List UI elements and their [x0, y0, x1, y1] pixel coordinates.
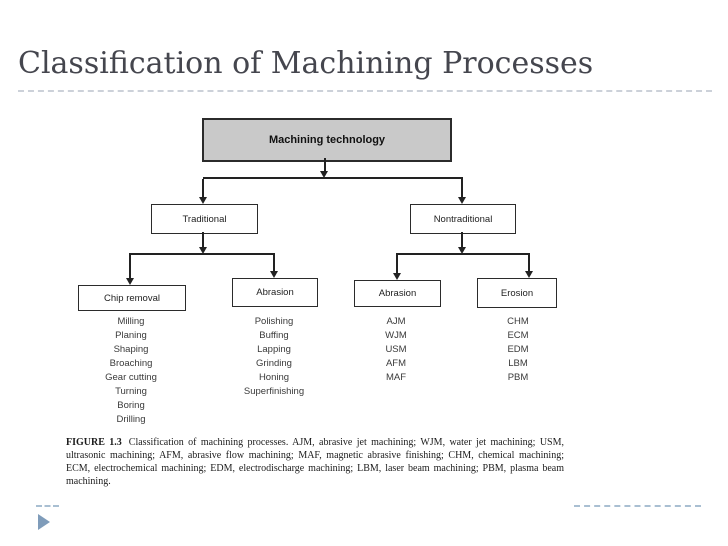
arrowhead-down-icon [270, 271, 278, 278]
arrowhead-down-icon [393, 273, 401, 280]
footer-dash-left [36, 505, 59, 507]
process-list-item: AJM [386, 316, 406, 327]
figure-number-label: FIGURE 1.3 [66, 437, 122, 448]
play-icon [38, 514, 50, 530]
title-underline-rule [18, 90, 712, 92]
arrowhead-down-icon [458, 197, 466, 204]
process-list-item: Honing [258, 372, 290, 383]
process-list-item: EDM [507, 344, 529, 355]
nontraditional-box: Nontraditional [410, 204, 516, 234]
process-list-item: ECM [507, 330, 529, 341]
process-list-item: Milling [117, 316, 145, 327]
connector-line [324, 158, 326, 172]
process-list-item: Gear cutting [105, 372, 157, 383]
connector-line [203, 177, 463, 179]
connector-line [129, 253, 275, 255]
arrowhead-down-icon [199, 247, 207, 254]
process-list-item: Drilling [116, 414, 146, 425]
arrowhead-down-icon [320, 171, 328, 178]
process-list-item: Grinding [256, 358, 292, 369]
connector-line [273, 255, 275, 272]
connector-line [396, 253, 530, 255]
process-list-item: Turning [115, 386, 147, 397]
connector-line [396, 255, 398, 274]
traditional-box: Traditional [151, 204, 258, 234]
erosion-box: Erosion [477, 278, 557, 308]
process-list-item: Buffing [259, 330, 289, 341]
process-list-item: LBM [508, 358, 528, 369]
arrowhead-down-icon [199, 197, 207, 204]
erosion-process-list: CHM ECM EDM LBM PBM [468, 315, 568, 385]
process-list-item: Shaping [113, 344, 149, 355]
abrasion-nontraditional-process-list: AJM WJM USM AFM MAF [346, 315, 446, 385]
abrasion-nontraditional-box: Abrasion [354, 280, 441, 307]
chip-removal-box: Chip removal [78, 285, 186, 311]
process-list-item: Broaching [109, 358, 153, 369]
process-list-item: Boring [117, 400, 145, 411]
connector-line [461, 232, 463, 248]
slide-title: Classification of Machining Processes [18, 46, 594, 81]
connector-line [461, 179, 463, 198]
process-list-item: WJM [385, 330, 407, 341]
process-list-item: Polishing [254, 316, 294, 327]
connector-line [202, 179, 204, 198]
abrasion-traditional-box: Abrasion [232, 278, 318, 307]
process-list-item: Planing [115, 330, 147, 341]
process-list-item: AFM [385, 358, 407, 369]
footer-dash-right [574, 505, 701, 507]
arrowhead-down-icon [126, 278, 134, 285]
process-list-item: PBM [507, 372, 529, 383]
arrowhead-down-icon [458, 247, 466, 254]
process-list-item: Superfinishing [243, 386, 305, 397]
process-list-item: MAF [385, 372, 407, 383]
process-list-item: Lapping [257, 344, 291, 355]
connector-line [129, 255, 131, 279]
process-list-item: CHM [507, 316, 529, 327]
connector-line [202, 232, 204, 248]
figure-caption-text: Classification of machining processes. A… [66, 437, 564, 487]
process-list-item: USM [385, 344, 407, 355]
machining-technology-box: Machining technology [202, 118, 452, 162]
connector-line [528, 255, 530, 272]
arrowhead-down-icon [525, 271, 533, 278]
